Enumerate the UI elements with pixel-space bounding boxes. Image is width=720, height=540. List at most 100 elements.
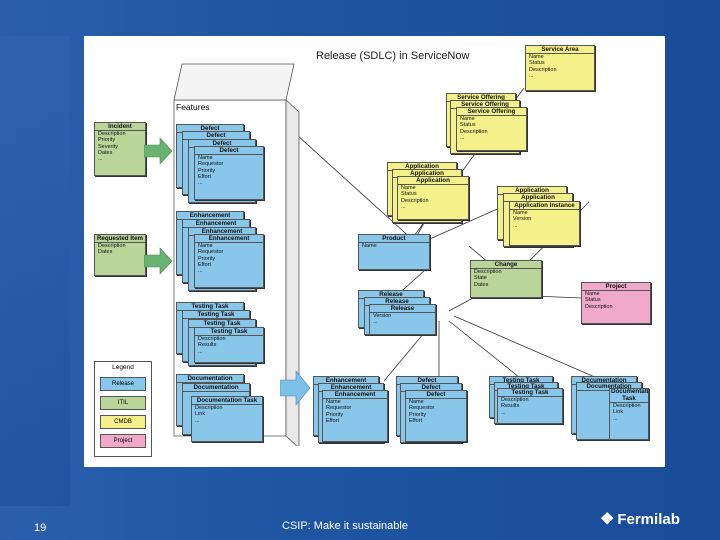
bottom-testing-field: Description bbox=[501, 397, 529, 403]
documentation-field: Description bbox=[195, 405, 223, 411]
project-field: Description bbox=[585, 303, 613, 310]
bottom-defect-field: Effort bbox=[409, 417, 423, 424]
fermilab-logo: ❖Fermilab bbox=[600, 509, 680, 529]
product-title: Product bbox=[359, 235, 429, 243]
release-doc-line bbox=[453, 315, 605, 382]
enhancement-card-title: Enhancement bbox=[195, 235, 263, 243]
project-field: Status bbox=[585, 297, 601, 304]
testing-field: Results bbox=[198, 342, 217, 349]
footer-text: CSIP: Make it sustainable bbox=[282, 520, 408, 532]
requested-item-field: Description bbox=[98, 243, 126, 249]
logo-text: Fermilab bbox=[617, 511, 680, 528]
bottom-documentation-field: ... bbox=[613, 415, 618, 422]
application-card-front: Application Name Status Description ... bbox=[397, 176, 469, 220]
bottom-documentation-title: Documentation Task bbox=[610, 388, 649, 403]
app-instance-field: Name bbox=[513, 210, 528, 216]
incident-field: Severity bbox=[98, 143, 118, 150]
bottom-enhancement-title: Enhancement bbox=[323, 391, 387, 399]
release-test-line bbox=[448, 320, 525, 382]
enhancement-field: Name bbox=[198, 243, 213, 249]
bottom-defect-field: Requestor bbox=[409, 405, 435, 412]
project-title: Project bbox=[582, 283, 650, 291]
legend: Legend Release ITIL CMDB Project bbox=[94, 361, 152, 457]
service-area-field: Status bbox=[529, 60, 545, 67]
testing-card-title: Testing Task bbox=[183, 311, 249, 319]
project-field: Name bbox=[585, 291, 600, 297]
requested-item-title: Requested Item bbox=[95, 235, 145, 243]
service-offering-field: Description bbox=[460, 128, 488, 135]
service-offering-field: Name bbox=[460, 116, 475, 122]
change-box: Change Description State Dates bbox=[470, 260, 542, 298]
bottom-testing-field: Results bbox=[501, 403, 520, 410]
application-title: Application bbox=[398, 177, 468, 185]
release-field: Version bbox=[373, 313, 392, 319]
bottom-documentation-card-front: Documentation Task Description Link ... bbox=[609, 388, 649, 440]
service-offering-title: Service Offering bbox=[457, 108, 526, 116]
enhancement-field: Effort bbox=[198, 261, 212, 268]
arrow-right-icon bbox=[144, 247, 173, 275]
bottom-enhancement-field: Priority bbox=[326, 411, 344, 418]
documentation-card-title: Documentation bbox=[183, 384, 249, 392]
defect-card-title: Defect bbox=[195, 147, 263, 155]
bottom-defect-field: Name bbox=[409, 399, 424, 405]
testing-field: Description bbox=[198, 336, 226, 342]
defect-field: Effort bbox=[198, 173, 212, 180]
product-field: Name bbox=[362, 243, 377, 249]
defect-field: Name bbox=[198, 155, 213, 161]
app-instance-title: Application Instance bbox=[510, 202, 579, 210]
diagram-canvas: Release (SDLC) in ServiceNow Features In… bbox=[84, 36, 665, 467]
service-area-box: Service Area Name Status Description ... bbox=[525, 45, 595, 91]
bottom-enhancement-field: Name bbox=[326, 399, 341, 405]
bottom-defect-card-front: Defect Name Requestor Priority Effort bbox=[405, 390, 467, 442]
diagram-title: Release (SDLC) in ServiceNow bbox=[316, 50, 470, 62]
fermilab-logo-icon: ❖ bbox=[600, 511, 615, 528]
product-box: Product Name bbox=[358, 234, 430, 270]
application-field: Description bbox=[401, 197, 429, 204]
defect-card-front: Defect Name Requestor Priority Effort ..… bbox=[194, 146, 264, 200]
bottom-testing-field: ... bbox=[501, 409, 506, 416]
incident-title: Incident bbox=[95, 123, 145, 131]
release-field: ... bbox=[373, 319, 378, 326]
documentation-card-title: Documentation bbox=[177, 375, 243, 383]
page-number: 19 bbox=[34, 522, 47, 534]
change-field: Description bbox=[474, 269, 502, 275]
app-instance-field: ... bbox=[513, 222, 518, 229]
project-box: Project Name Status Description bbox=[581, 282, 651, 324]
service-area-field: Name bbox=[529, 54, 544, 60]
bottom-testing-title: Testing Task bbox=[498, 389, 562, 397]
bottom-documentation-field: Description bbox=[613, 403, 641, 409]
service-area-field: ... bbox=[529, 72, 534, 79]
enhancement-field: Priority bbox=[198, 255, 216, 262]
service-area-title: Service Area bbox=[526, 46, 594, 54]
defect-field: Priority bbox=[198, 167, 216, 174]
bottom-enhancement-card-front: Enhancement Name Requestor Priority Effo… bbox=[322, 390, 388, 442]
documentation-field: Link bbox=[195, 411, 206, 418]
release-title: Release bbox=[370, 305, 435, 313]
testing-card-front: Testing Task Description Results ... bbox=[194, 327, 264, 363]
requested-item-field: Dates bbox=[98, 249, 113, 256]
change-field: Dates bbox=[474, 281, 489, 288]
documentation-card-front: Documentation Task Description Link ... bbox=[191, 396, 263, 442]
change-title: Change bbox=[471, 261, 541, 269]
incident-box: Incident Description Priority Severity D… bbox=[94, 122, 146, 176]
legend-item-itil: ITIL bbox=[100, 396, 146, 410]
service-offering-field: ... bbox=[460, 134, 465, 141]
app-instance-field: Version bbox=[513, 216, 532, 223]
service-area-field: Description bbox=[529, 66, 557, 73]
bottom-enhancement-field: Requestor bbox=[326, 405, 352, 412]
incident-field: Dates bbox=[98, 149, 113, 156]
bottom-testing-card-front: Testing Task Description Results ... bbox=[497, 388, 563, 424]
documentation-field: ... bbox=[195, 417, 200, 424]
incident-field: Priority bbox=[98, 137, 116, 144]
enhancement-field: ... bbox=[198, 268, 203, 275]
testing-field: ... bbox=[198, 348, 203, 355]
application-field: Name bbox=[401, 185, 416, 191]
enhancement-card-front: Enhancement Name Requestor Priority Effo… bbox=[194, 234, 264, 288]
testing-card-title: Testing Task bbox=[195, 328, 263, 336]
enhancement-field: Requestor bbox=[198, 249, 224, 256]
change-field: State bbox=[474, 275, 487, 282]
defect-field: ... bbox=[198, 180, 203, 187]
release-card-front: Release Version ... bbox=[369, 304, 436, 335]
bottom-documentation-field: Link bbox=[613, 409, 624, 416]
requested-item-box: Requested Item Description Dates bbox=[94, 234, 146, 276]
